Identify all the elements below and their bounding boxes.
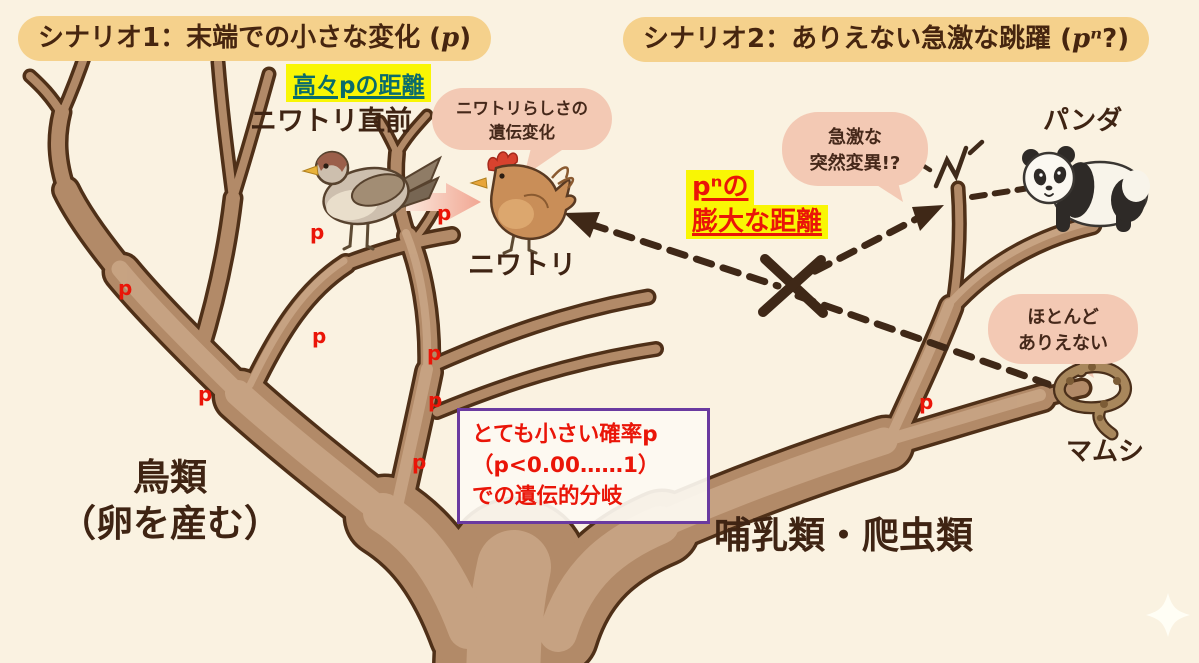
pn-distance-line1: pⁿの — [686, 170, 755, 205]
chicken-label: ニワトリ — [468, 250, 576, 281]
scenario1-title: シナリオ1：末端での小さな変化 (p) — [18, 16, 492, 61]
branch-p-label: p — [312, 324, 327, 348]
branch-p-label: p — [412, 450, 427, 474]
mutation-arrow-p-label: p — [437, 201, 452, 225]
branch-p-label: p — [198, 382, 213, 406]
gene-change-bubble: ニワトリらしさの 遺伝変化 — [432, 88, 612, 150]
almost-impossible-bubble-line1: ほとんど — [1027, 307, 1099, 328]
branch-p-label: p — [919, 390, 934, 414]
crossed-out-x-icon — [758, 254, 828, 318]
gene-change-bubble-line2: 遺伝変化 — [489, 123, 555, 142]
arrowhead-left-icon — [564, 212, 600, 238]
branch-p-label: p — [310, 220, 325, 244]
branch-p-label: p — [428, 388, 443, 412]
pn-distance-line2: 膨大な距離 — [686, 204, 829, 239]
dashed-line-to-chicken — [586, 220, 782, 290]
almost-impossible-bubble-line2: ありえない — [1018, 333, 1108, 354]
sudden-mutation-bubble-line1: 急激な — [828, 127, 882, 148]
dashed-line-to-snake — [794, 292, 1052, 388]
arrowhead-right-icon — [912, 205, 944, 231]
sudden-mutation-bubble-line2: 突然変異!? — [809, 153, 901, 174]
branch-p-label: p — [427, 341, 442, 365]
proto-bird-illustration — [301, 150, 443, 251]
probability-box-line1: とても小さい確率p — [472, 422, 658, 447]
pn-huge-distance-note: pⁿの 膨大な距離 — [686, 170, 829, 239]
scenario2-text: シナリオ2：ありえない急激な跳躍 ( — [643, 24, 1073, 54]
snake-label: マムシ — [1066, 437, 1145, 467]
scenario1-math-p: p — [441, 23, 460, 53]
small-mutation-arrow-icon — [406, 183, 481, 221]
panda-illustration — [1022, 146, 1150, 232]
probability-box-line3: での遺伝的分岐 — [472, 484, 623, 510]
scenario2-math-pn: pⁿ — [1072, 24, 1103, 54]
scenario1-text: シナリオ1：末端での小さな変化 ( — [38, 23, 442, 53]
mammals-reptiles-clade-label: 哺乳類・爬虫類 — [714, 514, 973, 557]
sparkle-icon — [1146, 593, 1190, 637]
almost-impossible-bubble: ほとんど ありえない — [988, 294, 1138, 364]
scenario1-suffix: ) — [459, 23, 472, 53]
branch-p-label: p — [118, 276, 133, 300]
chicken-illustration — [469, 151, 577, 255]
scenario2-title: シナリオ2：ありえない急激な跳躍 (pⁿ?) — [623, 17, 1150, 62]
pre-chicken-label: ニワトリ直前 — [250, 106, 412, 137]
birds-clade-line1: 鳥類 — [133, 456, 207, 499]
gene-change-bubble-line1: ニワトリらしさの — [456, 99, 588, 118]
sudden-mutation-bubble: 急激な 突然変異!? — [782, 112, 928, 186]
birds-clade-label: 鳥類 （卵を産む） — [50, 455, 290, 548]
panda-label: パンダ — [1043, 106, 1123, 136]
at-most-p-distance-note: 高々pの距離 — [286, 64, 432, 102]
probability-box: とても小さい確率p （p<0.00……1） での遺伝的分岐 — [457, 408, 710, 524]
birds-clade-line2: （卵を産む） — [59, 502, 281, 546]
scenario2-suffix: ?) — [1102, 24, 1130, 54]
probability-box-line2: （p<0.00……1） — [472, 453, 660, 479]
